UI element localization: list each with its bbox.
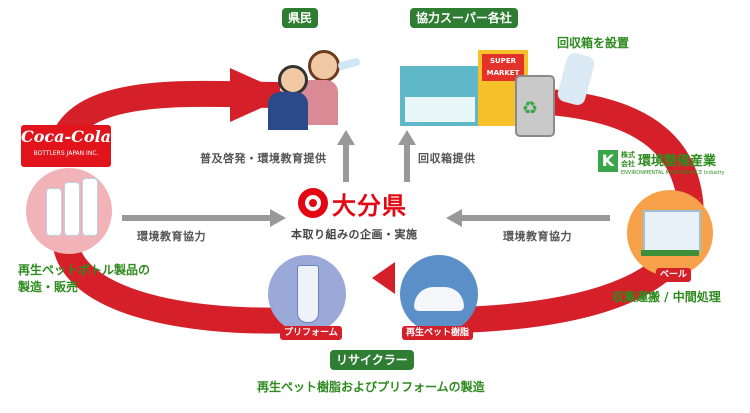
resin-tag: 再生ペット樹脂 bbox=[402, 326, 474, 340]
bottles-circle bbox=[26, 168, 112, 254]
kyoiku-left-label: 環境教育協力 bbox=[137, 230, 206, 243]
bale-circle bbox=[627, 190, 713, 276]
kaishubako-label: 回収箱提供 bbox=[418, 152, 476, 165]
center-caption: 本取り組みの企画・実施 bbox=[291, 228, 418, 241]
kyoiku-right-label: 環境教育協力 bbox=[503, 230, 572, 243]
fukyu-label: 普及啓発・環境教育提供 bbox=[200, 152, 327, 165]
recycle-icon: ♻ bbox=[522, 98, 539, 119]
preform-circle bbox=[268, 255, 346, 333]
bale-tag: ベール bbox=[656, 268, 692, 282]
recycler-label: リサイクラー bbox=[330, 350, 414, 370]
oita-emblem-icon bbox=[298, 188, 328, 218]
coca-cola-logo: Coca-Cola BOTTLERS JAPAN INC. bbox=[21, 125, 111, 167]
recycle-company-logo: K 株式会社 環境整備産業 ENVIRONMENTAL MAINTENANCE … bbox=[598, 150, 746, 180]
bale-caption: 収集運搬 / 中間処理 bbox=[612, 290, 721, 304]
preform-tag: プリフォーム bbox=[280, 326, 342, 340]
k-logo-icon: K bbox=[598, 150, 618, 172]
recycle-bin bbox=[515, 75, 555, 137]
citizens-illustration bbox=[268, 40, 378, 130]
bottom-caption: 再生ペット樹脂およびプリフォームの製造 bbox=[257, 380, 485, 394]
super-label: 協力スーパー各社 bbox=[410, 8, 518, 28]
kaishu-label: 回収箱を設置 bbox=[557, 36, 630, 50]
kenmin-label: 県民 bbox=[282, 8, 319, 28]
left-caption: 再生ペットボトル製品の 製造・販売 bbox=[18, 263, 151, 294]
oita-title: 大分県 bbox=[332, 192, 407, 220]
resin-circle bbox=[400, 255, 478, 333]
